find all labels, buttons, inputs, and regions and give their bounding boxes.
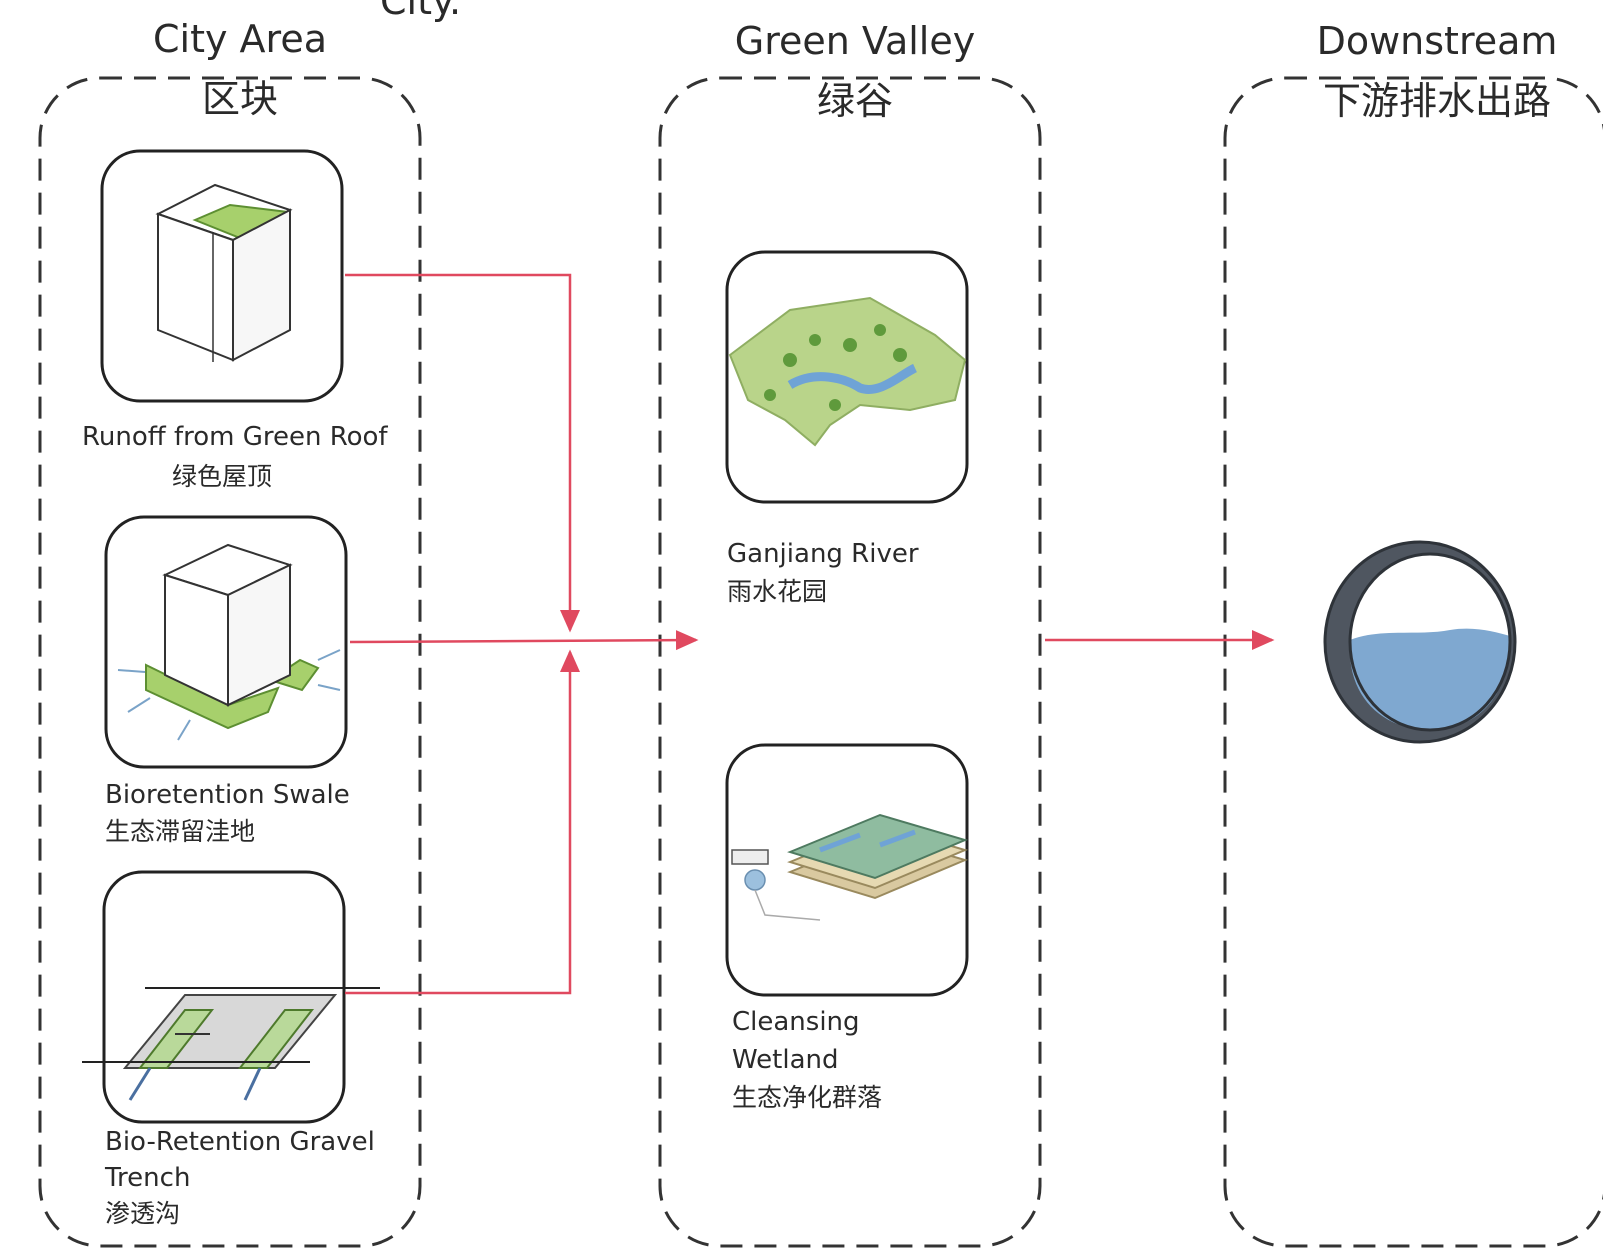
wetland-label-line2: Wetland bbox=[732, 1045, 839, 1075]
bioretention-swale-card bbox=[104, 515, 348, 769]
swale-label-cn: 生态滞留洼地 bbox=[105, 817, 255, 846]
trench-label-line2: Trench bbox=[104, 1163, 190, 1193]
river-label-cn: 雨水花园 bbox=[727, 577, 827, 606]
downstream-subtitle: 下游排水出路 bbox=[1323, 79, 1551, 123]
bioretention-swale-icon bbox=[117, 543, 341, 741]
river-label: Ganjiang River bbox=[727, 539, 919, 569]
city-area-subtitle: 区块 bbox=[202, 77, 278, 121]
flow-line-swale bbox=[349, 630, 699, 651]
wetland-label-line1: Cleansing bbox=[732, 1007, 860, 1037]
ganjiang-river-card bbox=[725, 250, 969, 504]
flow-lines bbox=[345, 273, 1275, 995]
wetland-layers-icon bbox=[731, 813, 968, 921]
green-valley-title: Green Valley bbox=[735, 19, 975, 63]
trench-label-line1: Bio-Retention Gravel bbox=[105, 1127, 375, 1157]
flow-line-trench bbox=[345, 649, 580, 995]
drain-pipe-icon bbox=[1323, 540, 1517, 744]
gravel-trench-icon bbox=[82, 987, 380, 1101]
top-fragment-text: City. bbox=[380, 0, 461, 23]
green-roof-label-cn: 绿色屋顶 bbox=[172, 462, 272, 491]
downstream-title: Downstream bbox=[1317, 19, 1558, 63]
green-roof-card bbox=[100, 149, 344, 403]
flow-line-green-roof bbox=[345, 273, 580, 633]
green-valley-subtitle: 绿谷 bbox=[817, 79, 893, 123]
green-roof-label: Runoff from Green Roof bbox=[82, 422, 388, 452]
trench-label-cn: 渗透沟 bbox=[105, 1199, 180, 1228]
wetland-label-cn: 生态净化群落 bbox=[732, 1083, 882, 1112]
gravel-trench-card bbox=[82, 870, 380, 1124]
cleansing-wetland-card bbox=[725, 743, 969, 997]
river-landscape-icon bbox=[728, 296, 967, 447]
swale-label: Bioretention Swale bbox=[105, 780, 350, 810]
city-area-title: City Area bbox=[153, 17, 327, 61]
green-roof-building-icon bbox=[155, 183, 293, 362]
